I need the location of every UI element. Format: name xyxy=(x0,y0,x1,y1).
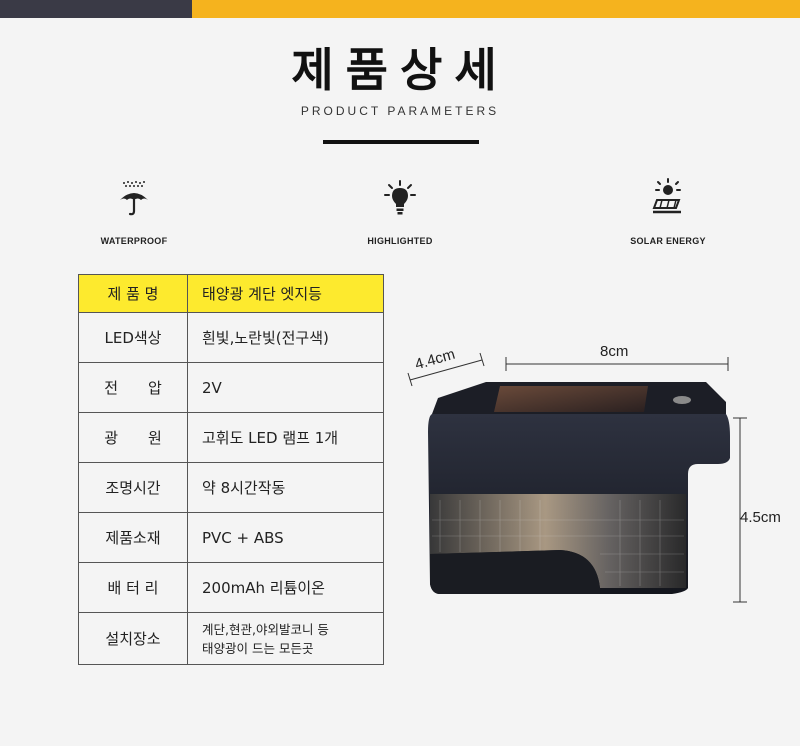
table-row: 제품소재 PVC + ABS xyxy=(78,512,384,563)
install-line-2: 태양광이 드는 모든곳 xyxy=(202,640,314,656)
spec-key: 설치장소 xyxy=(78,612,188,665)
umbrella-icon xyxy=(120,181,148,216)
spec-table: 제 품 명 태양광 계단 엣지등 LED색상 흰빛,노란빛(전구색) 전 압 2… xyxy=(78,274,384,665)
table-row: 조명시간 약 8시간작동 xyxy=(78,462,384,513)
table-row: 설치장소 계단,현관,야외발코니 등 태양광이 드는 모든곳 xyxy=(78,612,384,665)
spec-value: PVC + ABS xyxy=(187,512,384,563)
feature-highlighted: HIGHLIGHTED xyxy=(310,178,490,246)
feature-label: HIGHLIGHTED xyxy=(367,236,433,246)
table-row: 전 압 2V xyxy=(78,362,384,413)
depth-dimension-line xyxy=(409,359,483,381)
spec-value: 약 8시간작동 xyxy=(187,462,384,513)
top-bar-accent xyxy=(192,0,800,18)
page-title: 제품상세 xyxy=(291,43,509,97)
lightbulb-icon xyxy=(384,180,416,215)
light-sensor xyxy=(673,396,691,404)
feature-label: SOLAR ENERGY xyxy=(630,236,706,246)
spec-value: 200mAh 리튬이온 xyxy=(187,562,384,613)
solar-panel-icon xyxy=(652,178,681,214)
depth-tick xyxy=(479,352,485,367)
feature-label: WATERPROOF xyxy=(100,236,168,246)
install-line-1: 계단,현관,야외발코니 등 xyxy=(202,621,329,637)
solar-panel xyxy=(494,386,648,412)
spec-key: LED색상 xyxy=(78,312,188,363)
height-label: 4.5cm xyxy=(740,509,781,526)
spec-value: 태양광 계단 엣지등 xyxy=(187,274,384,313)
page-subtitle: PRODUCT PARAMETERS xyxy=(300,104,500,118)
table-row: 광 원 고휘도 LED 램프 1개 xyxy=(78,412,384,463)
spec-key: 광 원 xyxy=(78,412,188,463)
spec-value: 흰빛,노란빛(전구색) xyxy=(187,312,384,363)
table-row: 배 터 리 200mAh 리튬이온 xyxy=(78,562,384,613)
led-lens xyxy=(430,494,686,588)
spec-value: 계단,현관,야외발코니 등 태양광이 드는 모든곳 xyxy=(187,612,384,665)
feature-solar-energy: SOLAR ENERGY xyxy=(578,178,758,246)
spec-value: 2V xyxy=(187,362,384,413)
lens-texture xyxy=(432,500,684,586)
lens-cutout xyxy=(430,550,600,594)
spec-key: 전 압 xyxy=(78,362,188,413)
top-bar-dark xyxy=(0,0,192,18)
depth-tick xyxy=(407,372,413,387)
width-label: 8cm xyxy=(600,343,629,360)
spec-key: 제 품 명 xyxy=(78,274,188,313)
product-diagram xyxy=(407,352,747,603)
spec-key: 제품소재 xyxy=(78,512,188,563)
table-row: 제 품 명 태양광 계단 엣지등 xyxy=(78,274,384,313)
spec-key: 조명시간 xyxy=(78,462,188,513)
spec-value: 고휘도 LED 램프 1개 xyxy=(187,412,384,463)
spec-key: 배 터 리 xyxy=(78,562,188,613)
table-row: LED색상 흰빛,노란빛(전구색) xyxy=(78,312,384,363)
title-underline xyxy=(323,140,479,144)
feature-waterproof: WATERPROOF xyxy=(44,178,224,246)
